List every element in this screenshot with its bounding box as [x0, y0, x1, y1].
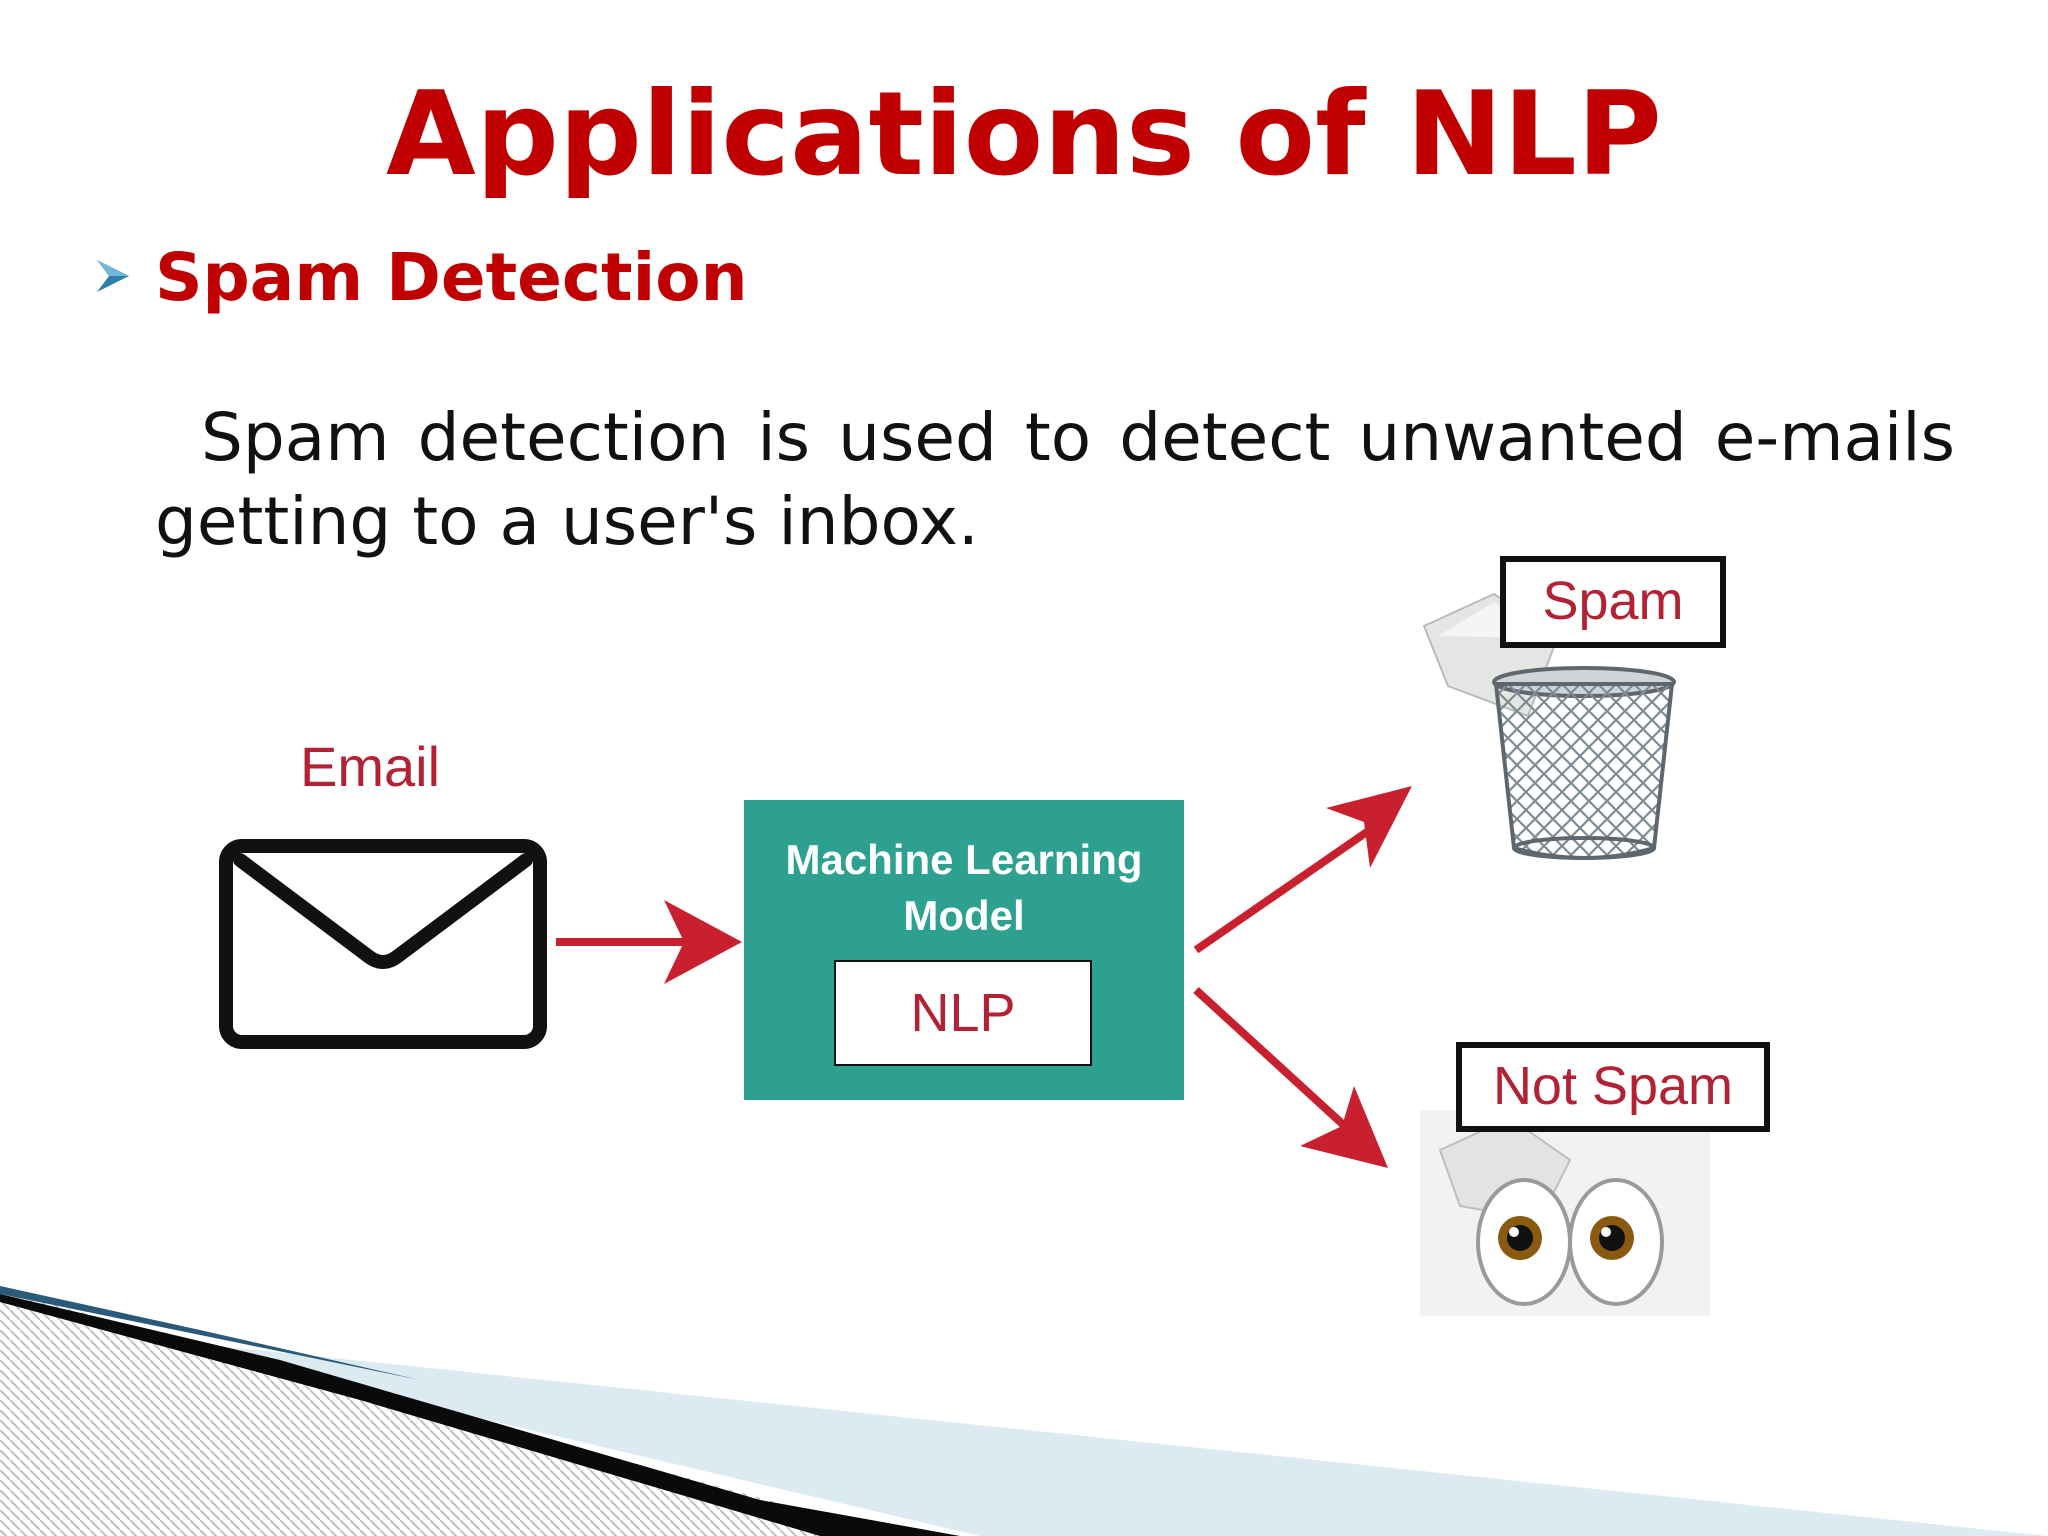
arrow-model-to-spam	[1193, 786, 1412, 954]
slide-title: Applications of NLP	[386, 67, 1662, 202]
decorative-swoosh	[0, 1286, 2048, 1536]
nlp-box: NLP	[834, 960, 1092, 1066]
arrow-email-to-model	[556, 900, 742, 984]
arrowhead-bullet-icon	[97, 260, 129, 292]
envelope-icon	[219, 839, 547, 1049]
bullet-heading: Spam Detection	[155, 239, 748, 316]
eyes-icon	[1420, 1110, 1710, 1316]
arrow-model-to-not-spam	[1193, 987, 1388, 1168]
ml-model-box: Machine Learning Model NLP	[744, 800, 1184, 1100]
ml-model-title: Machine Learning Model	[785, 836, 1143, 939]
spam-label: Spam	[1500, 556, 1726, 648]
bullet-description: Spam detection is used to detect unwante…	[155, 399, 1955, 560]
not-spam-label: Not Spam	[1456, 1042, 1770, 1132]
email-label: Email	[300, 735, 441, 798]
